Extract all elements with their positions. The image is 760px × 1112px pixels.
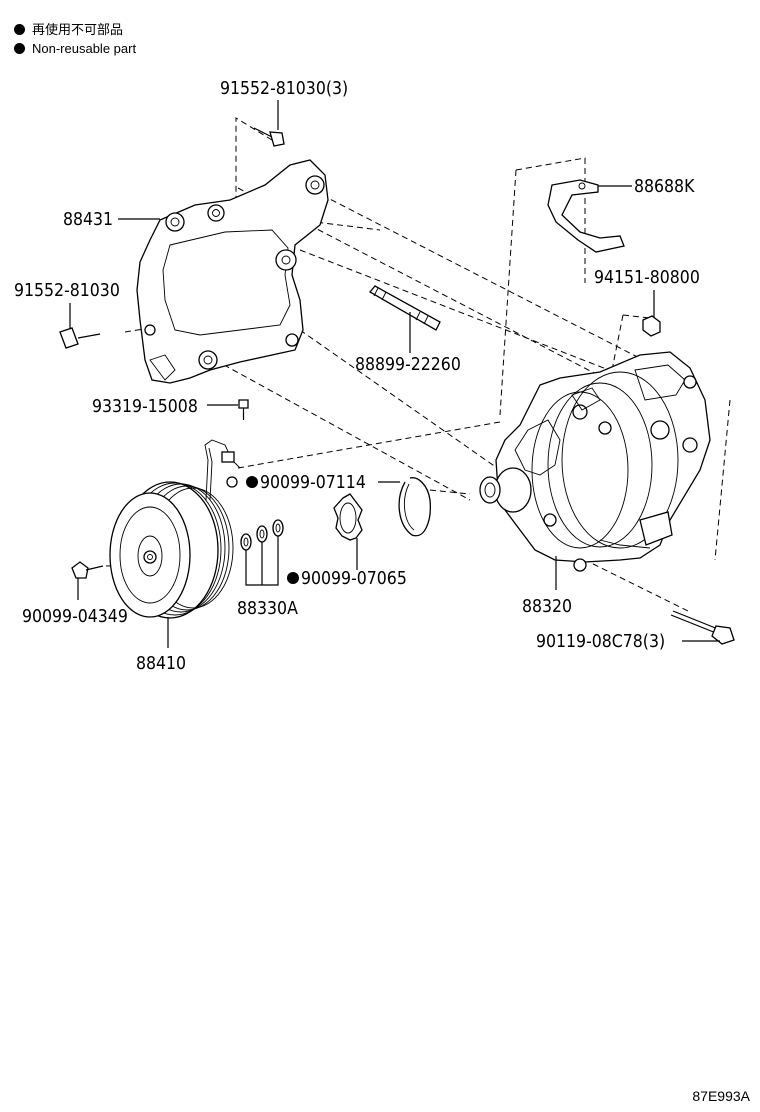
label-90099-04349[interactable]: 90099-04349 — [22, 607, 128, 627]
compressor-88320[interactable] — [479, 351, 711, 572]
o-ring-90099-07114[interactable] — [226, 476, 238, 488]
legend: 再使用不可部品 Non-reusable part — [14, 20, 136, 58]
bracket-88431[interactable] — [136, 159, 329, 384]
legend-row-ja: 再使用不可部品 — [14, 20, 136, 39]
stud-88899-22260[interactable] — [369, 285, 441, 331]
label-90119-08C78-3[interactable]: 90119-08C78(3) — [536, 632, 665, 652]
snap-ring[interactable] — [398, 477, 431, 537]
clutch-pulley-88410[interactable] — [109, 481, 234, 619]
bolt-90119-08C78-3[interactable] — [670, 610, 735, 645]
label-88688K[interactable]: 88688K — [634, 177, 695, 197]
non-reusable-dot-icon — [246, 476, 258, 488]
shims-88330A[interactable] — [240, 519, 284, 551]
label-94151-80800[interactable]: 94151-80800 — [594, 268, 700, 288]
bolt-90099-04349[interactable] — [71, 561, 104, 579]
label-88320[interactable]: 88320 — [522, 597, 572, 617]
non-reusable-dot-icon — [287, 572, 299, 584]
label-88899-22260[interactable]: 88899-22260 — [355, 355, 461, 375]
clutch-wire-harness — [204, 439, 241, 501]
label-93319-15008[interactable]: 93319-15008 — [92, 397, 198, 417]
label-90099-07065[interactable]: 90099-07065 — [301, 569, 407, 589]
label-88330A[interactable]: 88330A — [237, 599, 298, 619]
nut-94151-80800[interactable] — [642, 315, 661, 337]
diagram-code: 87E993A — [692, 1088, 750, 1104]
non-reusable-dot-icon — [14, 43, 25, 54]
bracket-88688K[interactable] — [547, 179, 625, 253]
legend-text-ja: 再使用不可部品 — [32, 22, 124, 37]
label-88410[interactable]: 88410 — [136, 654, 186, 674]
legend-text-en: Non-reusable part — [32, 41, 137, 56]
label-90099-07114[interactable]: 90099-07114 — [260, 473, 366, 493]
label-91552-81030[interactable]: 91552-81030 — [14, 281, 120, 301]
screw-93319-15008[interactable] — [238, 399, 249, 420]
legend-row-en: Non-reusable part — [14, 39, 136, 58]
label-88431[interactable]: 88431 — [63, 210, 113, 230]
non-reusable-dot-icon — [14, 24, 25, 35]
ring-90099-07065[interactable] — [333, 493, 363, 541]
label-91552-81030-3[interactable]: 91552-81030(3) — [220, 79, 348, 99]
bolt-91552-81030[interactable] — [59, 327, 101, 349]
bolt-91552-81030-3[interactable] — [253, 127, 285, 147]
